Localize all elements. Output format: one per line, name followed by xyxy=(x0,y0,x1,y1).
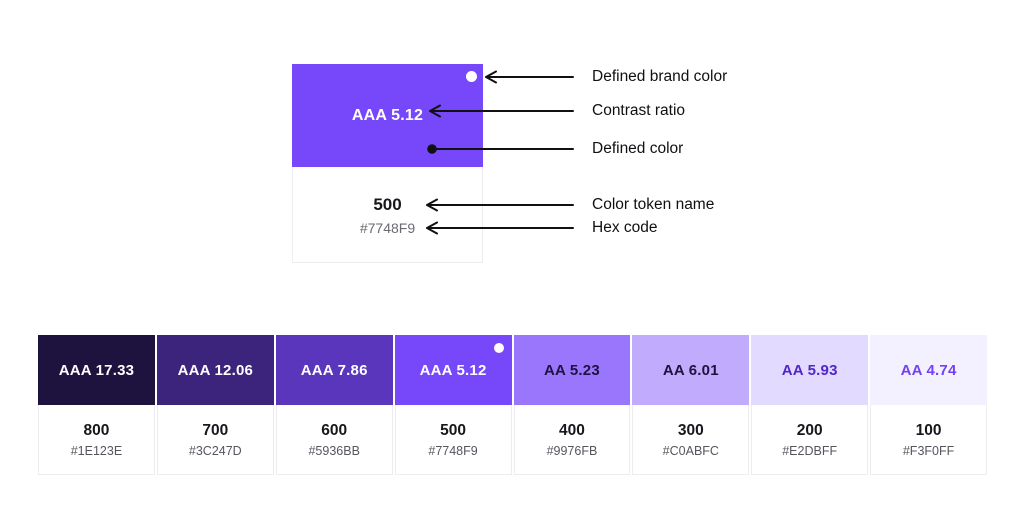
contrast-ratio-label: AAA 12.06 xyxy=(177,361,254,379)
color-token-name: 600 xyxy=(321,421,348,439)
palette-swatch-info: 400 #9976FB xyxy=(513,405,631,475)
palette-swatch-info: 700 #3C247D xyxy=(156,405,274,475)
color-token-name: 300 xyxy=(677,421,704,439)
contrast-ratio-label: AA 5.93 xyxy=(781,361,838,379)
annotation-label: Defined brand color xyxy=(592,68,728,85)
palette-swatch: AAA 5.12 500 #7748F9 xyxy=(394,335,512,475)
palette-swatch: AA 4.74 100 #F3F0FF xyxy=(870,335,987,475)
color-token-name: 500 xyxy=(440,421,466,439)
color-token-name: 700 xyxy=(202,421,229,439)
hex-code: #F3F0FF xyxy=(902,443,955,458)
palette-swatch-info: 800 #1E123E xyxy=(38,405,155,475)
palette-swatch: AAA 7.86 600 #5936BB xyxy=(275,335,393,475)
hex-code: #1E123E xyxy=(70,443,123,458)
palette-swatch: AAA 12.06 700 #3C247D xyxy=(156,335,274,475)
palette-swatch-color: AAA 17.33 xyxy=(38,335,155,405)
arrow-defined-brand-color xyxy=(485,70,574,84)
brand-color-dot xyxy=(493,343,504,353)
color-token-anatomy-card: AAA 5.12 500 #7748F9 xyxy=(292,64,483,263)
contrast-ratio-label: AAA 5.12 xyxy=(419,361,487,379)
contrast-ratio-label: AA 5.23 xyxy=(544,361,600,379)
annotation-label: Hex code xyxy=(592,219,658,236)
palette-swatch: AA 5.93 200 #E2DBFF xyxy=(751,335,869,475)
palette-swatch: AA 6.01 300 #C0ABFC xyxy=(632,335,750,475)
contrast-ratio-label: AAA 7.86 xyxy=(300,361,368,379)
card-info: 500 #7748F9 xyxy=(293,167,482,263)
palette-swatch-color: AA 5.93 xyxy=(751,335,869,405)
contrast-ratio-label: AA 4.74 xyxy=(900,361,957,379)
annotation-label: Color token name xyxy=(592,196,715,213)
hex-code: #9976FB xyxy=(546,443,598,458)
color-token-name: 100 xyxy=(915,421,942,439)
contrast-ratio-label: AAA 5.12 xyxy=(351,106,424,124)
palette-swatch-info: 100 #F3F0FF xyxy=(870,405,987,475)
annotation-label: Defined color xyxy=(592,140,684,157)
annotation-arrows xyxy=(426,70,574,235)
hex-code: #E2DBFF xyxy=(782,443,838,458)
palette-swatch: AA 5.23 400 #9976FB xyxy=(513,335,631,475)
palette-swatch-info: 500 #7748F9 xyxy=(394,405,512,475)
palette-swatch-info: 300 #C0ABFC xyxy=(632,405,750,475)
color-token-name: 200 xyxy=(796,421,823,439)
palette-swatch-color: AAA 12.06 xyxy=(156,335,274,405)
hex-code: #3C247D xyxy=(188,443,242,458)
hex-code: #C0ABFC xyxy=(662,443,719,458)
palette-swatch-color: AAA 7.86 xyxy=(275,335,393,405)
palette-swatch-color: AAA 5.12 xyxy=(394,335,512,405)
hex-code: #7748F9 xyxy=(428,443,478,458)
hex-code: #7748F9 xyxy=(359,219,416,236)
palette-swatch-info: 200 #E2DBFF xyxy=(751,405,869,475)
palette-swatch-info: 600 #5936BB xyxy=(275,405,393,475)
palette-swatch-color: AA 5.23 xyxy=(513,335,631,405)
color-token-name: 800 xyxy=(83,421,110,439)
contrast-ratio-label: AAA 17.33 xyxy=(58,361,135,379)
card-color-swatch: AAA 5.12 xyxy=(292,64,483,167)
brand-color-dot xyxy=(466,71,477,82)
color-palette-row: AAA 17.33 800 #1E123E AAA 12.06 700 #3C2… xyxy=(38,335,987,475)
palette-swatch-color: AA 6.01 xyxy=(632,335,750,405)
hex-code: #5936BB xyxy=(308,443,360,458)
palette-swatch-color: AA 4.74 xyxy=(870,335,987,405)
color-token-name: 500 xyxy=(373,194,402,214)
color-token-name: 400 xyxy=(559,421,585,439)
contrast-ratio-label: AA 6.01 xyxy=(662,361,719,379)
annotation-label: Contrast ratio xyxy=(592,102,686,119)
palette-swatch: AAA 17.33 800 #1E123E xyxy=(38,335,155,475)
